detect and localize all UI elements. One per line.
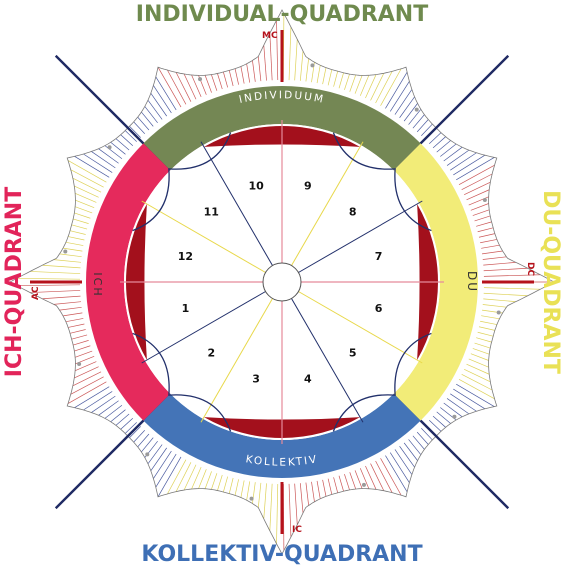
outer-hatched-band: [16, 13, 554, 551]
ring-segment-individuum: [143, 86, 421, 171]
house-number-11: 11: [204, 205, 219, 218]
ring-label-kollektiv: KOLLEKTIV: [245, 453, 319, 468]
ring-segment-du: [393, 143, 478, 421]
house-number-5: 5: [349, 347, 357, 360]
title-kollektiv-quadrant: KOLLEKTIV-QUADRANT: [141, 542, 422, 566]
center-circle: [262, 262, 302, 302]
dc-label: DC: [525, 262, 535, 276]
axis-lines: [30, 30, 534, 534]
ring-segment-ich: [86, 143, 171, 421]
house-number-9: 9: [304, 179, 312, 192]
outer-wave-outline: [9, 9, 555, 555]
outer-band-markers: [63, 63, 501, 501]
ring-label-du: DU: [465, 271, 479, 293]
house-number-1: 1: [182, 302, 190, 315]
title-du-quadrant: DU-QUADRANT: [538, 190, 563, 374]
house-divider-lines: [120, 120, 444, 444]
ring-label-individuum: INDIVIDUUM: [238, 89, 326, 106]
ac-label: AC: [31, 286, 41, 300]
house-number-12: 12: [178, 250, 193, 263]
ring-segment-kollektiv: [143, 393, 421, 478]
house-number-7: 7: [375, 250, 383, 263]
house-number-8: 8: [349, 205, 357, 218]
ic-label: IC: [292, 525, 302, 535]
house-number-10: 10: [248, 179, 264, 192]
title-individual-quadrant: INDIVIDUAL-QUADRANT: [136, 2, 428, 27]
house-number-6: 6: [375, 302, 383, 315]
house-number-2: 2: [207, 347, 215, 360]
house-number-3: 3: [252, 373, 260, 386]
ring-label-ich: ICH: [91, 272, 104, 297]
house-number-4: 4: [304, 373, 312, 386]
ring-join-curves: [132, 132, 432, 432]
mc-label: MC: [262, 31, 278, 41]
title-ich-quadrant: ICH-QUADRANT: [2, 187, 27, 377]
